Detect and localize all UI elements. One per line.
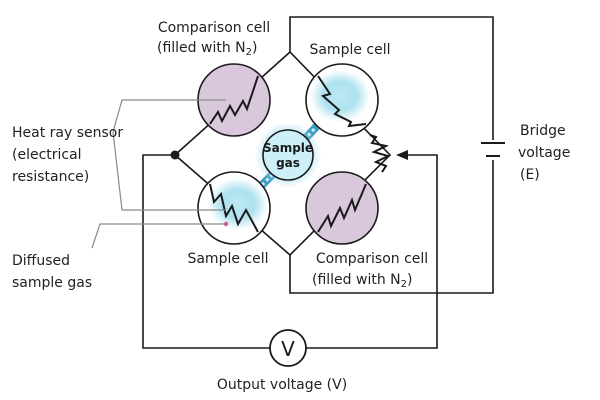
heat-ray-sensor-leader-top bbox=[112, 99, 226, 133]
junction-node bbox=[170, 150, 180, 160]
sample-gas-reservoir: Sample gas bbox=[255, 122, 321, 188]
comparison-cell-top-line2: (filled with N2) bbox=[157, 40, 257, 58]
variable-resistor bbox=[369, 134, 391, 173]
comparison-cell-bottom-line1: Comparison cell bbox=[316, 251, 428, 267]
sample-cell-bottom-label: Sample cell bbox=[187, 251, 268, 267]
heat-ray-sensor-resistor bbox=[209, 75, 259, 125]
heat-ray-sensor-resistor bbox=[209, 183, 259, 233]
battery-bottom-wire bbox=[289, 160, 494, 294]
sample-cell-bottom-left bbox=[197, 171, 271, 245]
bridge-voltage-line3: (E) bbox=[520, 167, 540, 183]
diffused-gas-leader bbox=[91, 223, 226, 249]
diffused-gas-line1: Diffused bbox=[12, 253, 70, 269]
voltmeter: V bbox=[269, 329, 307, 367]
output-voltage-label: Output voltage (V) bbox=[217, 377, 347, 393]
heat-ray-sensor-line1: Heat ray sensor bbox=[12, 125, 123, 141]
voltmeter-symbol: V bbox=[281, 337, 295, 361]
sample-cell-top-label: Sample cell bbox=[309, 42, 390, 58]
labels: Comparison cell (filled with N2) Sample … bbox=[12, 20, 570, 393]
leader-lines bbox=[91, 99, 226, 249]
heat-ray-sensor-resistor bbox=[317, 75, 367, 128]
battery-top-wire bbox=[289, 16, 494, 140]
wiper-arrow bbox=[396, 150, 408, 160]
output-left-wire bbox=[142, 154, 270, 349]
sample-gas-label-line1: Sample bbox=[263, 141, 313, 155]
battery-symbol bbox=[481, 142, 505, 157]
bridge-voltage-line2: voltage bbox=[518, 145, 570, 161]
diffused-gas-line2: sample gas bbox=[12, 275, 92, 291]
comparison-cell-bottom-right bbox=[305, 171, 379, 245]
heat-ray-sensor-resistor bbox=[317, 183, 367, 233]
heat-ray-sensor-line2: (electrical bbox=[12, 147, 82, 163]
heat-ray-sensor-line3: resistance) bbox=[12, 169, 89, 185]
heat-ray-sensor-leader-bottom bbox=[112, 131, 226, 211]
output-right-wire bbox=[306, 154, 438, 349]
comparison-cell-top-line1: Comparison cell bbox=[158, 20, 270, 36]
comparison-cell-bottom-line2: (filled with N2) bbox=[312, 272, 412, 290]
sample-gas-label-line2: gas bbox=[276, 156, 300, 170]
sample-cell-top-right bbox=[305, 63, 379, 137]
bridge-voltage-line1: Bridge bbox=[520, 123, 566, 139]
